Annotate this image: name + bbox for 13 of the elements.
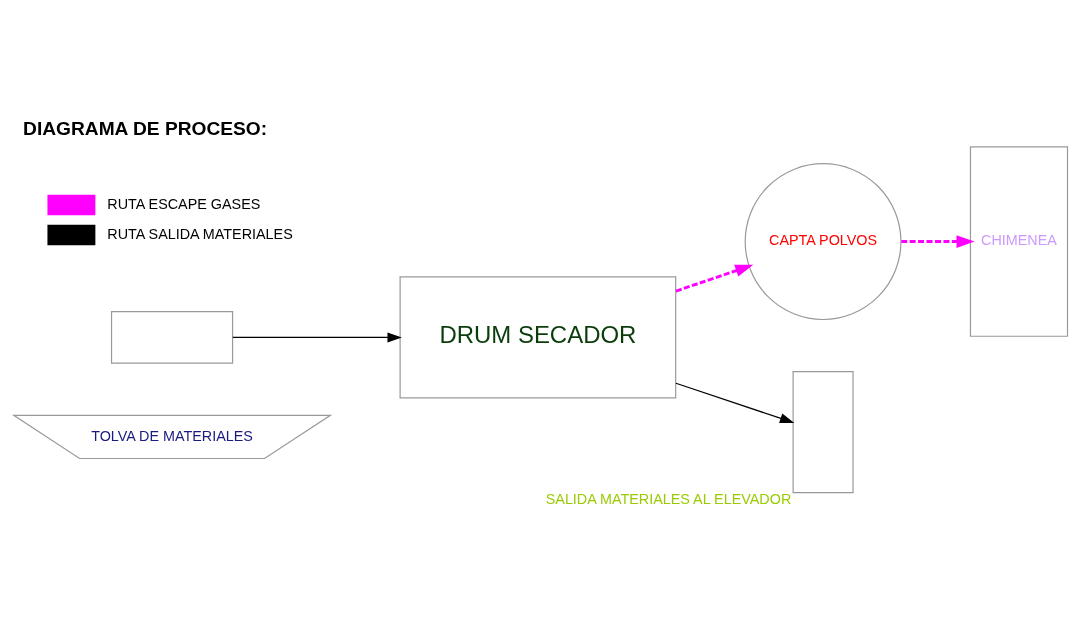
arrow: [675, 264, 754, 292]
legend-label: RUTA ESCAPE GASES: [107, 195, 261, 212]
legend-label: RUTA SALIDA MATERIALES: [107, 225, 293, 242]
node-box: DRUM SECADOR: [399, 275, 677, 399]
node-box: [110, 310, 234, 364]
diagram-title: DIAGRAMA DE PROCESO:: [23, 117, 268, 139]
arrow: [232, 331, 402, 342]
arrow: [675, 382, 795, 423]
node-box: CHIMENEA: [969, 145, 1069, 337]
node-box: [792, 370, 854, 493]
node-circle: CAPTA POLVOS: [744, 162, 902, 320]
arrow: [901, 234, 975, 248]
node-label: SALIDA MATERIALES AL ELEVADOR: [545, 490, 792, 507]
